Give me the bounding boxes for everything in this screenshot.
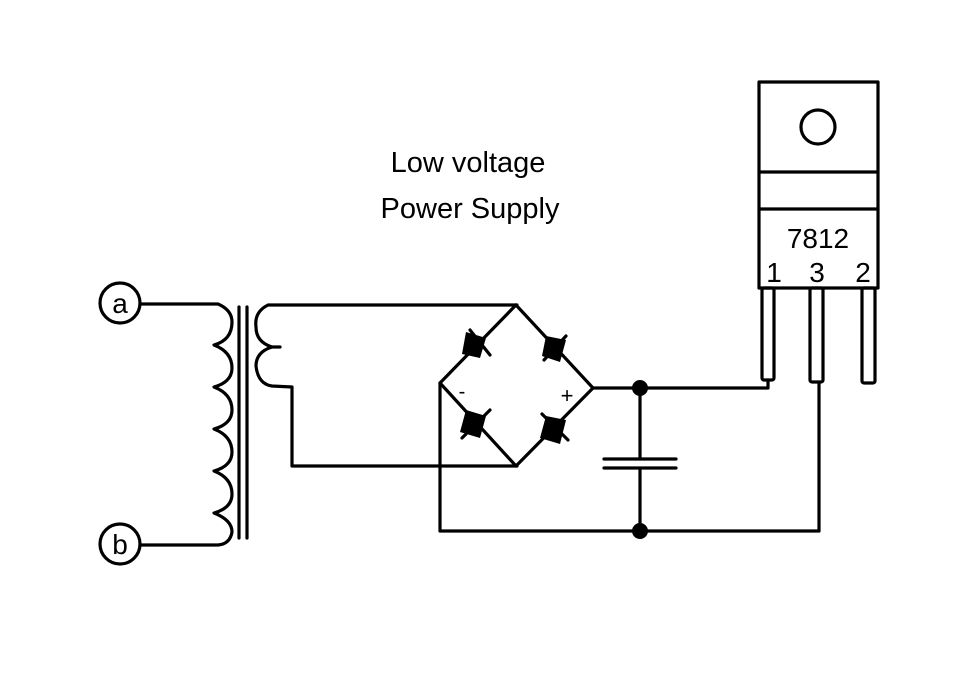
terminal-b: b: [98, 522, 142, 566]
terminal-a: a: [98, 281, 142, 325]
pin-label-3: 3: [809, 257, 825, 288]
ground-rail-wire: [438, 380, 821, 533]
positive-rail-wire: [591, 378, 770, 390]
bridge-minus-label: -: [459, 381, 466, 403]
bridge-rectifier: - +: [438, 303, 595, 468]
junction-node-ground: [632, 523, 648, 539]
pin-label-2: 2: [855, 257, 871, 288]
bridge-plus-label: +: [561, 383, 574, 408]
transformer-core: [237, 305, 249, 540]
title-line-2: Power Supply: [381, 193, 560, 225]
regulator-pin-2: [860, 286, 877, 385]
junction-node-positive: [632, 380, 648, 396]
diode-icon: [462, 328, 492, 358]
filter-capacitor: [602, 386, 678, 533]
diode-icon: [540, 412, 570, 444]
voltage-regulator: 7812 1 3 2: [757, 80, 880, 385]
transformer-secondary: [254, 303, 519, 468]
pin-label-1: 1: [766, 257, 782, 288]
regulator-pin-1: [760, 286, 776, 382]
regulator-pin-3: [808, 286, 825, 384]
mounting-hole-icon: [799, 108, 837, 146]
terminal-a-label: a: [112, 288, 128, 319]
regulator-part-number: 7812: [787, 223, 849, 254]
terminal-b-label: b: [112, 529, 128, 560]
title-line-1: Low voltage: [391, 147, 546, 179]
diode-icon: [460, 408, 492, 440]
diode-icon: [542, 334, 568, 362]
transformer-primary: [138, 302, 234, 547]
